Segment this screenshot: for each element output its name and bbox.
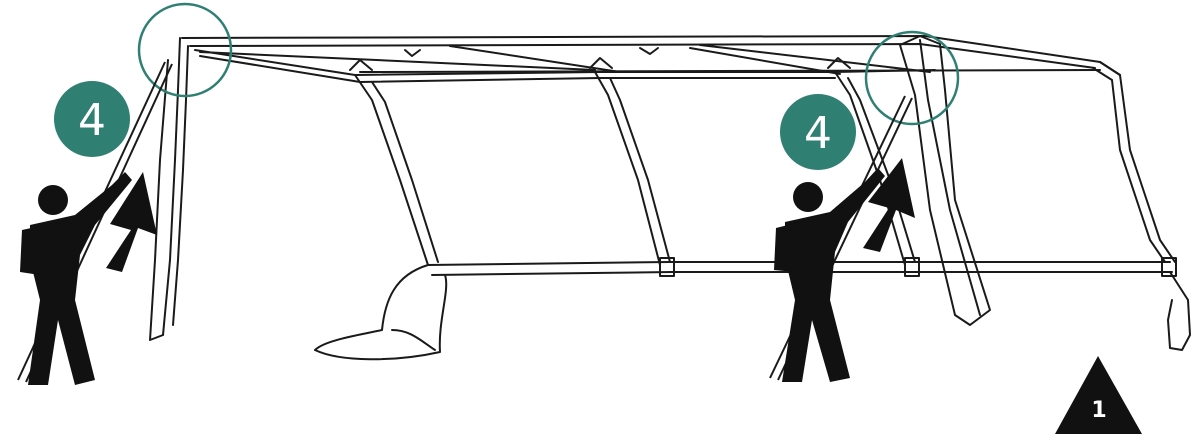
person-lifting-icon: [20, 172, 132, 385]
step-badge-label: 4: [804, 108, 832, 159]
page-marker-label: 1: [1091, 398, 1106, 423]
person-lifting-icon: [774, 168, 885, 382]
step-badge: 4: [780, 94, 856, 170]
corner-highlight-circle: [137, 2, 233, 98]
step-badge-label: 4: [78, 95, 106, 146]
arrow-up-icon: [106, 172, 157, 272]
step-badge: 4: [54, 81, 130, 157]
triangle-marker-icon: 1: [1055, 356, 1142, 434]
canopy-frame: [149, 35, 1191, 361]
corner-highlight-circle: [864, 30, 960, 126]
arrow-up-icon: [863, 158, 915, 252]
